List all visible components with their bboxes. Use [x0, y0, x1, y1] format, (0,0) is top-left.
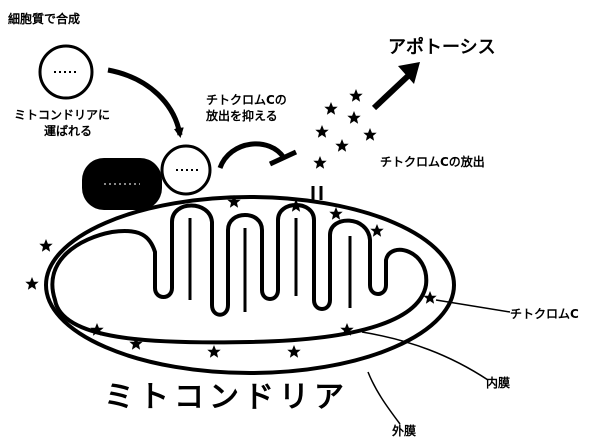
cytochrome-c-star	[329, 207, 342, 220]
released-star	[363, 128, 376, 141]
outer-membrane-label: 外膜	[392, 422, 416, 439]
transport-label-line2: 運ばれる	[14, 123, 110, 139]
inner-membrane-label: 内膜	[486, 374, 510, 391]
cytochrome-c-star	[207, 345, 220, 358]
transport-arrow	[108, 70, 180, 135]
released-star	[313, 156, 326, 169]
cytochrome-c-star	[370, 224, 383, 237]
leader-inner-membrane	[362, 332, 488, 380]
outer-membrane-shape	[46, 197, 454, 373]
released-star	[347, 111, 360, 124]
inhibit-label-line2: 放出を抑える	[206, 108, 287, 124]
cytochrome-release-label: チトクロムCの放出	[380, 153, 485, 170]
released-star	[349, 89, 362, 102]
apoptosis-label: アポトーシス	[388, 33, 496, 59]
transport-label-line1: ミトコンドリアに	[14, 107, 110, 123]
inner-membrane-shape	[52, 205, 426, 342]
apoptosis-arrow	[374, 76, 408, 108]
released-star	[335, 139, 348, 152]
diagram-title: ミトコンドリア	[104, 372, 349, 416]
transport-label: ミトコンドリアに 運ばれる	[14, 107, 110, 139]
inhibit-label: チトクロムCの 放出を抑える	[206, 92, 287, 124]
black-protein-blob	[82, 158, 162, 210]
cytochrome-c-star	[25, 277, 38, 290]
cytochrome-c-label: チトクロムC	[510, 305, 579, 322]
synthesis-label: 細胞質で合成	[8, 10, 80, 27]
inhibit-label-line1: チトクロムCの	[206, 92, 287, 108]
leader-outer-membrane	[368, 372, 400, 424]
cytochrome-c-star	[39, 239, 52, 252]
cytochrome-c-star	[287, 345, 300, 358]
released-star	[315, 125, 328, 138]
released-star	[324, 102, 337, 115]
